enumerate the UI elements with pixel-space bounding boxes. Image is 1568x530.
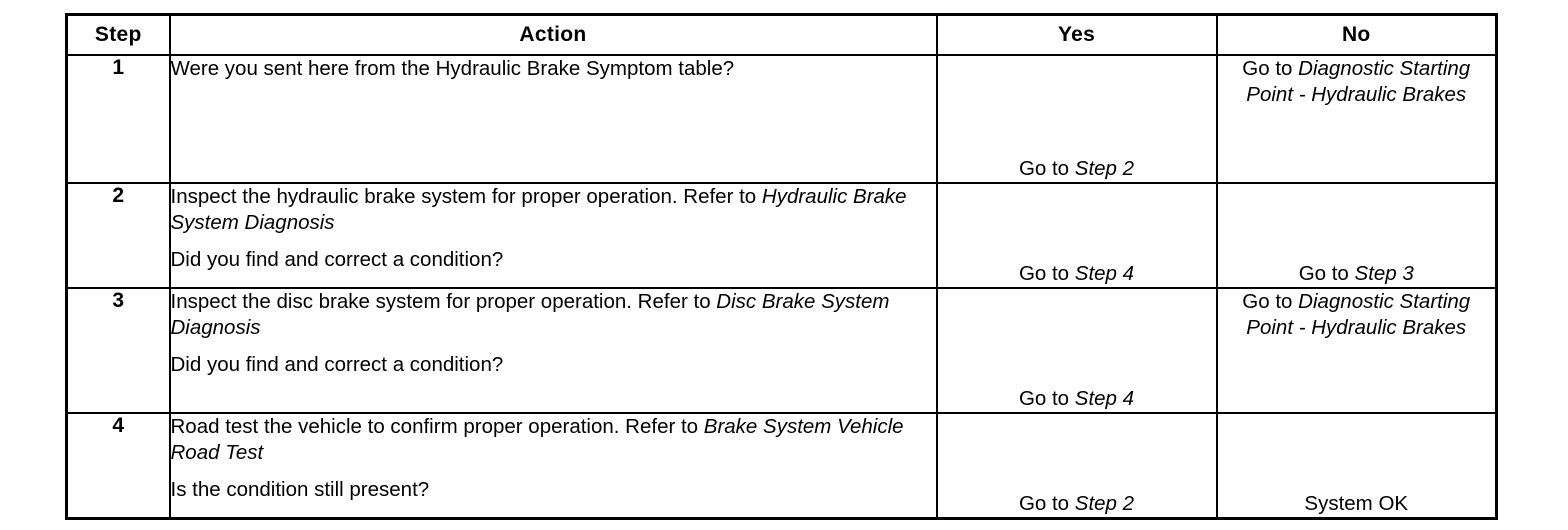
action-question: Did you find and correct a condition? <box>170 248 504 272</box>
yes-branch-reference: Step 4 <box>1074 386 1135 410</box>
column-header-step: Step <box>65 13 171 56</box>
yes-branch-reference: Step 4 <box>1074 261 1135 285</box>
action-statement-reference: Disc Brake System Diagnosis <box>170 290 890 340</box>
no-branch-cell: Go to Diagnostic Starting Point - Hydrau… <box>1215 54 1498 184</box>
diagnostic-table: Step Action Yes No 1 Were you sent here … <box>65 13 1498 520</box>
column-header-no: No <box>1215 13 1498 56</box>
action-statement-reference: Brake System Vehicle Road Test <box>170 415 904 465</box>
action-statement: Were you sent here from the Hydraulic Br… <box>171 56 936 82</box>
yes-branch-prefix: Go to <box>1018 261 1075 285</box>
yes-branch-cell: Go to Step 4 <box>935 182 1218 289</box>
action-question: Did you find and correct a condition? <box>170 353 504 377</box>
action-statement-plain: Were you sent here from the Hydraulic Br… <box>170 57 735 80</box>
table-body: 1 Were you sent here from the Hydraulic … <box>65 54 1498 520</box>
column-header-yes: Yes <box>935 13 1218 56</box>
step-number: 4 <box>65 412 171 520</box>
action-statement: Road test the vehicle to confirm proper … <box>171 414 936 466</box>
no-branch-cell: Go to Diagnostic Starting Point - Hydrau… <box>1215 287 1498 414</box>
yes-branch-cell: Go to Step 2 <box>935 54 1218 184</box>
yes-branch-prefix: Go to <box>1018 386 1075 410</box>
no-branch-prefix: Go to <box>1242 290 1299 313</box>
action-cell: Inspect the disc brake system for proper… <box>168 287 938 414</box>
action-cell: Inspect the hydraulic brake system for p… <box>168 182 938 289</box>
action-statement: Inspect the hydraulic brake system for p… <box>171 184 936 236</box>
no-branch-prefix: System OK <box>1304 491 1409 515</box>
table-row: 2 Inspect the hydraulic brake system for… <box>65 182 1498 289</box>
no-branch-cell: System OK <box>1215 412 1498 520</box>
action-cell: Road test the vehicle to confirm proper … <box>168 412 938 520</box>
no-branch-cell: Go to Step 3 <box>1215 182 1498 289</box>
step-number: 3 <box>65 287 171 414</box>
yes-branch-prefix: Go to <box>1018 491 1075 515</box>
action-statement-plain: Inspect the hydraulic brake system for p… <box>170 185 762 208</box>
yes-branch-cell: Go to Step 4 <box>935 287 1218 414</box>
action-cell: Were you sent here from the Hydraulic Br… <box>168 54 938 184</box>
yes-branch-reference: Step 2 <box>1074 491 1135 515</box>
table-row: 1 Were you sent here from the Hydraulic … <box>65 54 1498 184</box>
step-number: 2 <box>65 182 171 289</box>
no-branch-reference: Step 3 <box>1354 261 1414 285</box>
action-statement-plain: Road test the vehicle to confirm proper … <box>170 415 704 438</box>
no-branch-reference: Diagnostic Starting Point - Hydraulic Br… <box>1246 57 1471 107</box>
step-number: 1 <box>65 54 171 184</box>
action-statement-reference: Hydraulic Brake System Diagnosis <box>170 185 907 235</box>
action-question: Is the condition still present? <box>170 478 430 502</box>
action-statement: Inspect the disc brake system for proper… <box>171 289 936 341</box>
no-branch-prefix: Go to <box>1242 57 1299 80</box>
no-branch-reference: Diagnostic Starting Point - Hydraulic Br… <box>1246 290 1471 340</box>
action-statement-plain: Inspect the disc brake system for proper… <box>170 290 717 313</box>
table-row: 4 Road test the vehicle to confirm prope… <box>65 412 1498 520</box>
no-branch-prefix: Go to <box>1298 261 1355 285</box>
table-row: 3 Inspect the disc brake system for prop… <box>65 287 1498 414</box>
yes-branch-prefix: Go to <box>1018 156 1075 180</box>
yes-branch-cell: Go to Step 2 <box>935 412 1218 520</box>
yes-branch-reference: Step 2 <box>1074 156 1135 180</box>
table-header-row: Step Action Yes No <box>65 13 1498 56</box>
column-header-action: Action <box>168 13 938 56</box>
